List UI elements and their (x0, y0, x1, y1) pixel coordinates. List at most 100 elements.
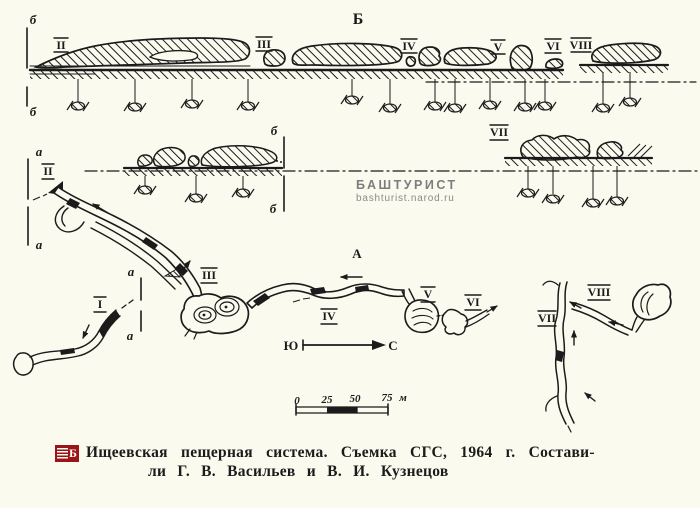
profile-vii-section: VII (489, 124, 654, 209)
flow-arrow-i (82, 324, 90, 339)
compass-south-label: Ю (284, 338, 299, 353)
scale-tick-50: 50 (350, 393, 362, 405)
svg-text:II: II (43, 164, 53, 178)
vi-chamber-outline (441, 308, 469, 336)
station-label-VII-plan: VII (537, 310, 557, 327)
profile-aa-passages (137, 145, 278, 168)
caption-line-2: ли Г. В. Васильев и В. И. Кузнецов (148, 463, 449, 480)
profile-vii-cross-sections (516, 166, 629, 209)
svg-text:III: III (202, 268, 216, 282)
plan-aa-bottom-label: а (127, 328, 134, 343)
svg-text:III: III (257, 37, 271, 51)
svg-text:V: V (494, 40, 503, 54)
station-label-VIII: VIII (570, 37, 593, 53)
section-bb-bottom-label: б (270, 201, 277, 216)
station-label-VI: VI (544, 38, 562, 54)
svg-text:IV: IV (402, 39, 416, 53)
i-passage (12, 299, 134, 376)
station-label-VI-plan: VI (464, 294, 482, 311)
compass-north-label: С (388, 338, 397, 353)
point-a-label: А (352, 246, 362, 261)
left-marker-top-label: а (36, 144, 43, 159)
station-label-III-plan: III (200, 267, 218, 284)
profile-aa-cross-sections (133, 176, 255, 204)
scale-tick-25: 25 (321, 394, 334, 406)
logo-stripes-icon (57, 448, 68, 459)
flow-arrow-upper (92, 203, 109, 214)
vi-passage-lines (465, 309, 490, 328)
v-chamber-outline (404, 299, 440, 334)
scale-bar: 0 25 50 75 м (294, 392, 407, 416)
watermark-title: БАШТУРИСТ (356, 178, 458, 192)
v-chamber-neck (401, 288, 416, 305)
passage-iv-dark-patches (253, 285, 369, 306)
svg-text:VIII: VIII (570, 38, 593, 52)
site-logo: Б (55, 445, 79, 462)
watermark: БАШТУРИСТ bashturist.narod.ru (356, 178, 458, 204)
svg-text:VI: VI (546, 39, 560, 53)
logo-letter: Б (69, 446, 77, 460)
viii-chamber-outline (631, 283, 672, 321)
svg-text:II: II (56, 38, 66, 52)
profile-b-passages (33, 37, 662, 72)
svg-text:IV: IV (322, 309, 336, 323)
flow-arrow-viii-left (569, 301, 582, 309)
flow-arrow-viii-mid (608, 320, 624, 327)
main-chamber-outline (180, 293, 250, 335)
passage-dark-patches (66, 198, 188, 276)
compass-north-arrowhead (372, 340, 386, 350)
svg-text:VII: VII (538, 311, 556, 325)
profile-aa-section (122, 145, 284, 204)
station-label-V-plan: V (420, 286, 436, 303)
v-chamber-streaks (411, 307, 434, 326)
flow-arrow-iii (180, 260, 191, 273)
plan-aa-section-line: а а (127, 264, 142, 343)
passage-iv-dashes (292, 297, 311, 303)
profile-b-title: Б (353, 11, 364, 28)
scale-unit: м (398, 392, 407, 404)
left-section-marker: а а II (27, 144, 63, 252)
entrance-iii-triangle (163, 266, 181, 278)
svg-text:VI: VI (466, 295, 480, 309)
station-label-IV: IV (400, 38, 418, 54)
profile-b-ground (28, 63, 697, 83)
station-label-II: II (53, 37, 69, 53)
station-label-III: III (255, 36, 273, 52)
passage-iii-to-v (246, 282, 405, 309)
passage-loop-branch (54, 205, 85, 233)
station-label-I-plan: I (93, 296, 107, 313)
section-bb-top-label: б (271, 123, 278, 138)
entrance-ii-dashes (32, 193, 48, 201)
flow-arrow-vi (486, 305, 498, 313)
viii-passage (569, 283, 672, 336)
svg-text:I: I (98, 297, 103, 311)
passage-lower-branch (90, 221, 182, 290)
plan-aa-top-label: а (128, 264, 135, 279)
svg-text:VIII: VIII (588, 285, 611, 299)
station-label-II-plan: II (41, 163, 55, 180)
profile-b-marker-bottom: б (30, 104, 37, 119)
svg-text:V: V (424, 287, 433, 301)
chamber-dome-rings (184, 297, 240, 340)
profile-b-section: б б Б II III IV V VI (26, 11, 697, 119)
caption-line-1: Ищеевская пещерная система. Съемка СГС, … (86, 444, 595, 461)
profile-b-marker-top: б (30, 12, 37, 27)
flow-arrow-vii-bottom (584, 392, 596, 402)
vii-passage (542, 280, 596, 433)
cave-map-drawing: б б Б II III IV V VI (12, 11, 698, 433)
station-label-VIII-plan: VIII (587, 284, 611, 301)
scale-tick-0: 0 (294, 395, 300, 407)
compass: Ю С (284, 338, 398, 353)
station-label-VII-profile: VII (489, 124, 509, 141)
cave-plan: III IV А (12, 186, 672, 433)
profile-vii-slope-hatching (627, 143, 653, 159)
left-marker-bottom-label: а (36, 237, 43, 252)
caption: Б Ищеевская пещерная система. Съемка СГС… (0, 440, 700, 500)
profile-b-cross-sections (66, 72, 642, 114)
station-label-IV-plan: IV (320, 308, 338, 325)
svg-text:VII: VII (490, 125, 508, 139)
profile-vii-passages (520, 134, 624, 161)
section-bb-marker: б б (270, 123, 285, 216)
scale-tick-75: 75 (382, 392, 394, 404)
